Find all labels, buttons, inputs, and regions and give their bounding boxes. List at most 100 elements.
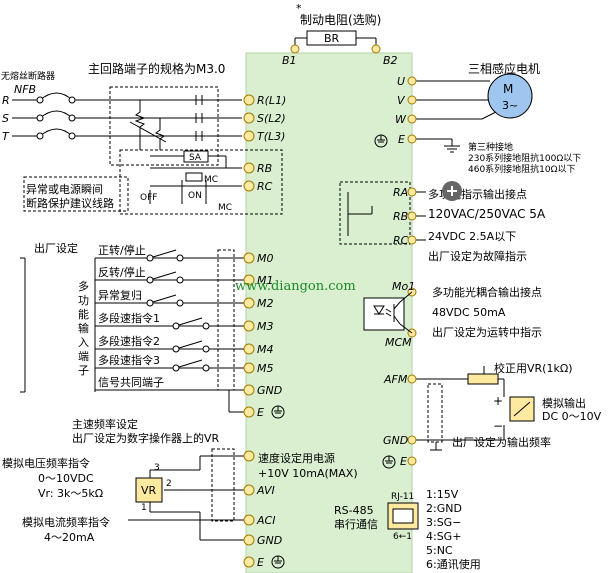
- terminal-label: M0: [257, 252, 274, 265]
- phase-r: R: [2, 94, 10, 107]
- vr-cal-label: 校正用VR(1kΩ): [494, 361, 573, 375]
- vr-wiring: [149, 455, 244, 541]
- gnd-afm-label: GND: [383, 434, 408, 447]
- meter-label-1: 模拟输出: [542, 396, 586, 410]
- terminal-afm: [407, 374, 417, 384]
- vr-cal-resistor: [467, 373, 499, 385]
- digital-input-row: 反转/停止 M1: [95, 265, 274, 287]
- afm-label: AFM: [383, 373, 408, 386]
- switch-contact: [172, 364, 180, 372]
- terminal-e-di: [243, 406, 255, 418]
- e-ai-label: E: [257, 556, 264, 569]
- terminal-ra: [407, 187, 417, 197]
- avi-label: AVI: [256, 484, 275, 497]
- vr-n3: 3: [154, 463, 160, 473]
- protect-note-1: 异常或电源瞬间: [26, 182, 103, 196]
- switch-contact: [176, 276, 184, 284]
- ground-note-2: 230系列接地阻抗100Ω以下: [468, 152, 581, 164]
- terminal-b1: [290, 44, 300, 54]
- v-cmd-2: 0～10VDC: [38, 472, 94, 485]
- svg-text:功: 功: [78, 294, 89, 307]
- nfb-contacts: [36, 96, 76, 140]
- nfb-label: NFB: [14, 83, 36, 96]
- rs485-pin-5: 5:NC: [426, 544, 453, 557]
- factory-setting-label: 出厂设定: [34, 241, 78, 255]
- digital-input-label: 反转/停止: [98, 265, 146, 279]
- terminal-label: M1: [257, 274, 274, 287]
- terminal-label: GND: [257, 384, 282, 397]
- i-cmd-2: 4～20mA: [44, 531, 95, 544]
- terminal-tl3: [243, 130, 255, 142]
- afm-wiring: [412, 366, 505, 441]
- ground-icon: [271, 405, 285, 419]
- ground-icon: [374, 134, 388, 148]
- mc-coil-resistors: [129, 100, 167, 150]
- terminal-label: M4: [257, 343, 274, 356]
- digital-input-label: 异常复归: [98, 288, 142, 302]
- mc1-label: MC: [204, 175, 218, 185]
- sl2-label: S(L2): [257, 112, 286, 125]
- digital-input-label: 正转/停止: [98, 243, 146, 257]
- u-label: U: [397, 75, 405, 88]
- opto-line2: 48VDC 50mA: [432, 306, 506, 319]
- rj11-label: RJ-11: [391, 492, 414, 502]
- terminal-label: M5: [257, 362, 274, 375]
- afm-dashed-box: [427, 383, 443, 443]
- rs485-subtitle: 串行通信: [334, 518, 378, 531]
- motor-phase: 3~: [502, 99, 518, 112]
- terminal-m1: [243, 274, 255, 286]
- w-label: W: [395, 113, 407, 126]
- switch-contact: [176, 299, 184, 307]
- protect-box: [119, 149, 283, 215]
- terminal-aci: [243, 514, 255, 526]
- terminal-sl2: [243, 112, 255, 124]
- svg-text:能: 能: [78, 307, 89, 321]
- e-motor-label: E: [398, 133, 405, 146]
- digital-input-label: 多段速指令2: [98, 334, 160, 348]
- switch-contact: [146, 276, 154, 284]
- digital-input-label: 多段速指令1: [98, 311, 160, 325]
- protect-wiring: [149, 155, 242, 204]
- opto-line3: 出厂设定为运转中指示: [432, 325, 542, 339]
- watermark: www.diangon.com: [235, 279, 356, 294]
- svg-text:多: 多: [78, 279, 89, 293]
- digital-input-label: 多段速指令3: [98, 353, 160, 367]
- terminal-rc-right: [407, 235, 417, 245]
- rs485-pin-4: 4:SG+: [426, 530, 461, 543]
- terminal-m2: [243, 297, 255, 309]
- rs485-pin-3: 3:SG−: [426, 516, 461, 529]
- terminal-e-motor: [407, 134, 417, 144]
- relay-out-line3: 24VDC 2.5A以下: [428, 230, 516, 243]
- terminal-e-afm: [407, 456, 417, 466]
- freq-set-1: 主速频率设定: [72, 417, 138, 431]
- ground-note-3: 460系列接地阻抗10Ω以下: [468, 163, 576, 175]
- switch-contact: [172, 345, 180, 353]
- opto-line1: 多功能光耦合输出接点: [432, 285, 542, 299]
- motor-wires: [412, 80, 497, 146]
- terminal-v: [407, 95, 417, 105]
- nfb-title: 无熔丝断路器: [1, 70, 55, 82]
- rs485-pin-6: 6:通讯使用: [426, 558, 481, 571]
- top-star: *: [296, 2, 302, 15]
- gnd-ai-label: GND: [257, 534, 282, 547]
- rs485-pin-2: 2:GND: [426, 502, 462, 515]
- relay-out-line4: 出厂设定为故障指示: [428, 249, 527, 263]
- aci-label: ACI: [256, 514, 275, 527]
- vr-n2: 2: [166, 479, 172, 489]
- main-circuit-title: 主回路端子的规格为M3.0: [88, 61, 225, 76]
- mc-contactor-box: [109, 86, 219, 166]
- digital-input-row: 正转/停止 M0: [95, 243, 274, 265]
- mc-main-contacts: [195, 95, 203, 141]
- supply-1: 速度设定用电源: [258, 451, 335, 465]
- ra-label: RA: [393, 186, 408, 199]
- di-dashed-box: [217, 249, 235, 391]
- di-side-label: 多 功 能 输 入 端 子: [78, 279, 89, 377]
- switch-contact: [172, 322, 180, 330]
- rb-left-label: RB: [257, 162, 272, 175]
- vr-potentiometer: [135, 477, 163, 503]
- svg-text:端: 端: [78, 350, 89, 363]
